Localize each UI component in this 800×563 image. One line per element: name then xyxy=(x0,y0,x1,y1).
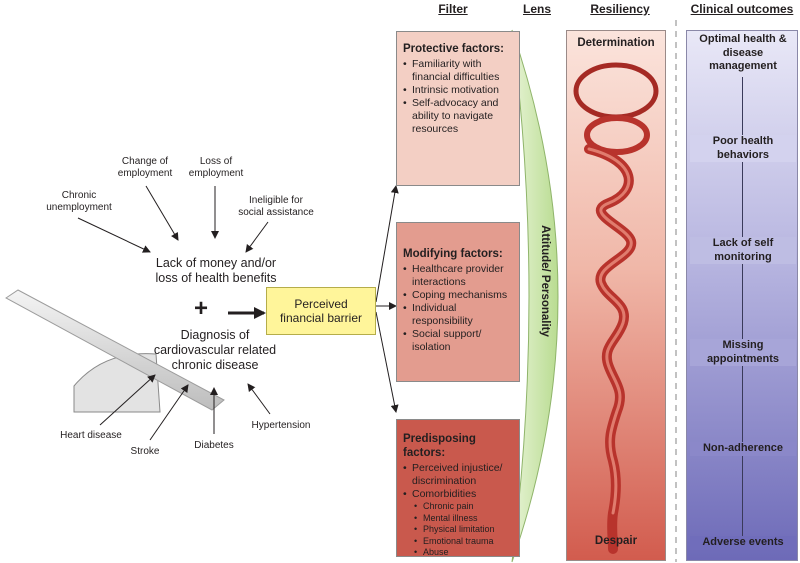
lens-label: Attitude/ Personality xyxy=(539,225,551,337)
protective-item: Intrinsic motivation xyxy=(403,84,513,97)
predisposing-factors-box: Predisposing factors: Perceived injustic… xyxy=(396,419,520,559)
protective-item: Familiarity with financial difficulties xyxy=(403,58,513,84)
resiliency-top-label: Determination xyxy=(577,37,655,49)
protective-item: Self-advocacy and ability to navigate re… xyxy=(403,97,513,136)
resiliency-ribbon xyxy=(573,62,659,554)
predisposing-factors-title: Predisposing factors: xyxy=(403,433,476,459)
arrow-ineligible xyxy=(245,221,269,253)
label-change-of-employment: Change of employment xyxy=(117,156,173,179)
arrow-stroke xyxy=(149,384,189,441)
arrow-hypertension xyxy=(247,383,271,415)
label-diabetes: Diabetes xyxy=(194,440,234,451)
outcome-lack-self-monitoring: Lack of self monitoring xyxy=(690,237,796,264)
label-diagnosis: Diagnosis of cardiovascular related chro… xyxy=(153,328,277,372)
barrier-label: Perceived financial barrier xyxy=(279,297,363,325)
arrow-chronic-unemployment xyxy=(77,217,151,253)
label-hypertension: Hypertension xyxy=(251,420,311,431)
arrow-to-protective xyxy=(375,185,399,303)
header-resiliency: Resiliency xyxy=(590,2,650,16)
outcome-non-adherence: Non-adherence xyxy=(690,442,796,456)
comorbidity-item: Physical limitation xyxy=(403,524,513,536)
outcome-adverse-events: Adverse events xyxy=(690,536,796,550)
arrow-change-employment xyxy=(145,185,179,241)
comorbidity-item: Emotional trauma xyxy=(403,536,513,548)
arrow-to-predisposing xyxy=(375,311,399,413)
modifying-item: Healthcare provider interactions xyxy=(403,263,513,289)
modifying-factors-title: Modifying factors: xyxy=(403,248,503,260)
comorbidity-item: Chronic pain xyxy=(403,501,513,513)
modifying-factors-box: Modifying factors: Healthcare provider i… xyxy=(396,222,520,382)
outcome-missing-appointments: Missing appointments xyxy=(690,339,796,366)
clinical-outcomes-column xyxy=(686,30,798,561)
header-clinical-outcomes: Clinical outcomes xyxy=(690,2,794,16)
predisposing-item: Perceived injustice/ discrimination xyxy=(403,462,513,488)
resiliency-bottom-label: Despair xyxy=(594,535,638,547)
outcomes-axis xyxy=(742,77,743,547)
predisposing-item: Comorbidities xyxy=(403,488,513,501)
label-loss-of-employment: Loss of employment xyxy=(188,156,244,179)
comorbidity-item: Abuse xyxy=(403,547,513,559)
perceived-financial-barrier: Perceived financial barrier xyxy=(266,287,376,335)
plus-sign: + xyxy=(193,295,208,322)
modifying-item: Social support/ isolation xyxy=(403,328,513,354)
header-filter: Filter xyxy=(438,2,468,16)
resiliency-column: Determination Despair xyxy=(566,30,666,561)
protective-factors-box: Protective factors: Familiarity with fin… xyxy=(396,31,520,186)
outcome-optimal-health: Optimal health & disease management xyxy=(699,33,787,72)
label-lack-of-money: Lack of money and/or loss of health bene… xyxy=(155,256,277,285)
modifying-item: Individual responsibility xyxy=(403,302,513,328)
modifying-item: Coping mechanisms xyxy=(403,289,513,302)
label-ineligible: Ineligible for social assistance xyxy=(238,195,314,218)
outcome-poor-health-behaviors: Poor health behaviors xyxy=(690,135,796,162)
seesaw-beam xyxy=(5,289,225,411)
header-lens: Lens xyxy=(522,2,551,16)
label-heart-disease: Heart disease xyxy=(60,430,122,441)
label-stroke: Stroke xyxy=(130,446,160,457)
comorbidity-item: Mental illness xyxy=(403,513,513,525)
lens-shape xyxy=(511,29,559,563)
protective-factors-title: Protective factors: xyxy=(403,43,504,55)
label-chronic-unemployment: Chronic unemployment xyxy=(46,190,112,213)
arrow-heart-disease xyxy=(99,374,156,426)
